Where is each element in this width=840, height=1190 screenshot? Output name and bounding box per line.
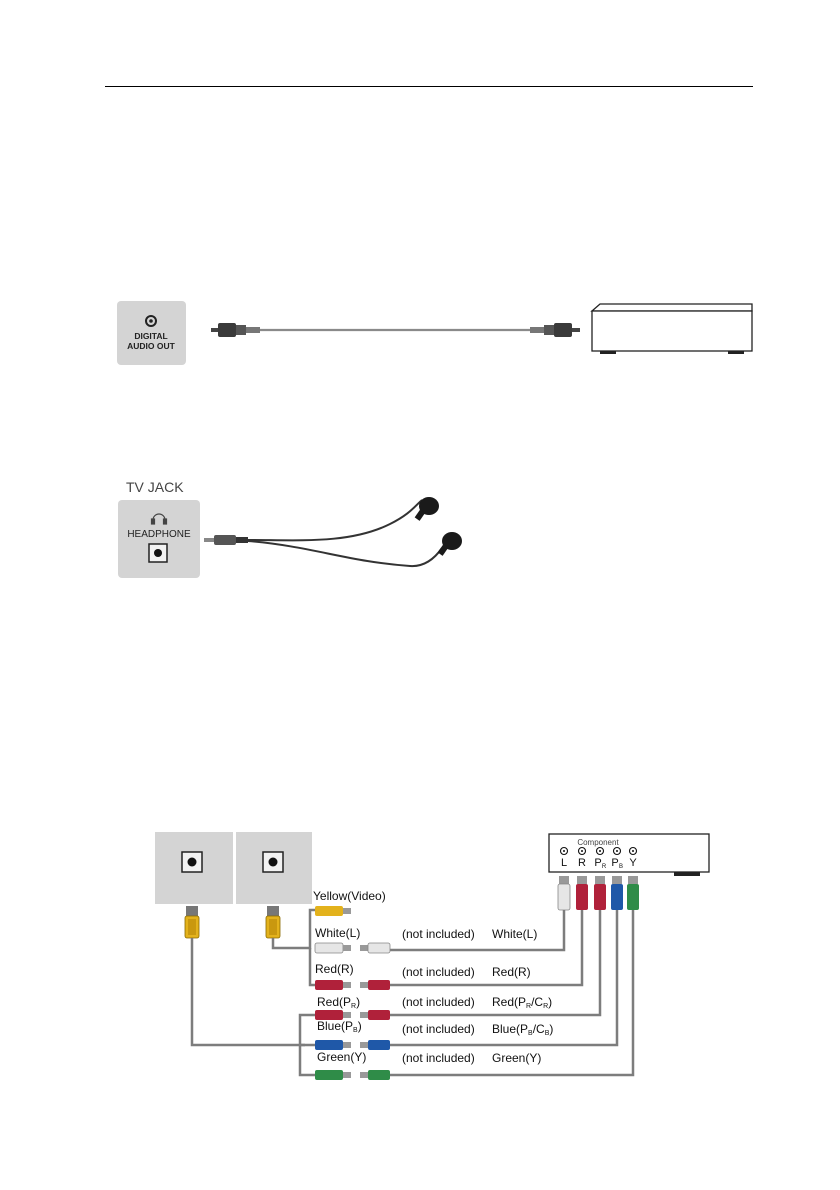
port-PR-sub: R	[602, 864, 607, 870]
yellow-plug-left	[185, 906, 199, 938]
label-green-y: Green(Y)	[317, 1050, 366, 1064]
component-jack	[263, 852, 283, 872]
port-L: L	[561, 857, 567, 869]
cable-name: White(L)	[492, 927, 537, 941]
optical-plug-left	[211, 323, 260, 337]
cable-name: Red(R)	[492, 965, 531, 979]
label-yellow-video: Yellow(Video)	[313, 889, 386, 903]
port-Y: Y	[629, 857, 637, 869]
cable-name: Green(Y)	[492, 1051, 541, 1065]
label-red-r: Red(R)	[315, 962, 354, 976]
cable-note: (not included)	[402, 927, 475, 941]
device-plug-blue	[611, 876, 623, 910]
earbud-icon	[438, 532, 462, 556]
plug-blue-pb	[315, 1040, 390, 1050]
component-device-label: Component	[577, 838, 619, 847]
plug-red-r	[315, 980, 390, 990]
page-header-rule	[105, 86, 753, 87]
port-PR: P	[594, 857, 601, 869]
component-device: Component	[549, 834, 709, 876]
plug-white-l	[315, 943, 390, 953]
headphone-cable	[248, 500, 422, 540]
headphone-diagram: TV JACK HEADPHONE	[110, 478, 490, 583]
label-blue-pb: Blue(PB)	[317, 1019, 362, 1034]
plug-green-y	[315, 1070, 390, 1080]
port-PB-sub: B	[619, 864, 623, 870]
audio-receiver-device	[592, 304, 752, 354]
component-diagram: Component L R P R P B Y	[150, 830, 720, 1085]
earbud-icon	[415, 497, 439, 521]
device-plug-red	[576, 876, 588, 910]
optical-diagram: DIGITAL AUDIO OUT	[110, 295, 760, 375]
headphone-plug	[204, 535, 248, 545]
cable-note: (not included)	[402, 1022, 475, 1036]
device-plug-white	[558, 876, 570, 910]
label-white-l: White(L)	[315, 926, 360, 940]
headphone-label: HEADPHONE	[127, 529, 191, 540]
cable-note: (not included)	[402, 1051, 475, 1065]
port-R: R	[578, 857, 586, 869]
audio-out-label: AUDIO OUT	[127, 341, 176, 351]
cable-name: Red(PR/CR)	[492, 995, 552, 1010]
av-jack	[182, 852, 202, 872]
optical-plug-right	[530, 323, 580, 337]
cable-note: (not included)	[402, 995, 475, 1009]
plug-yellow-video	[315, 906, 351, 916]
tv-jack-label: TV JACK	[126, 479, 184, 495]
device-plug-red-pr	[594, 876, 606, 910]
digital-label: DIGITAL	[134, 331, 167, 341]
port-PB: P	[611, 857, 618, 869]
label-red-pr: Red(PR)	[317, 995, 360, 1010]
adapter-cables	[192, 910, 315, 1075]
yellow-plug-right	[266, 906, 280, 938]
device-plug-green	[627, 876, 639, 910]
cable-name: Blue(PB/CB)	[492, 1022, 553, 1037]
cable-note: (not included)	[402, 965, 475, 979]
